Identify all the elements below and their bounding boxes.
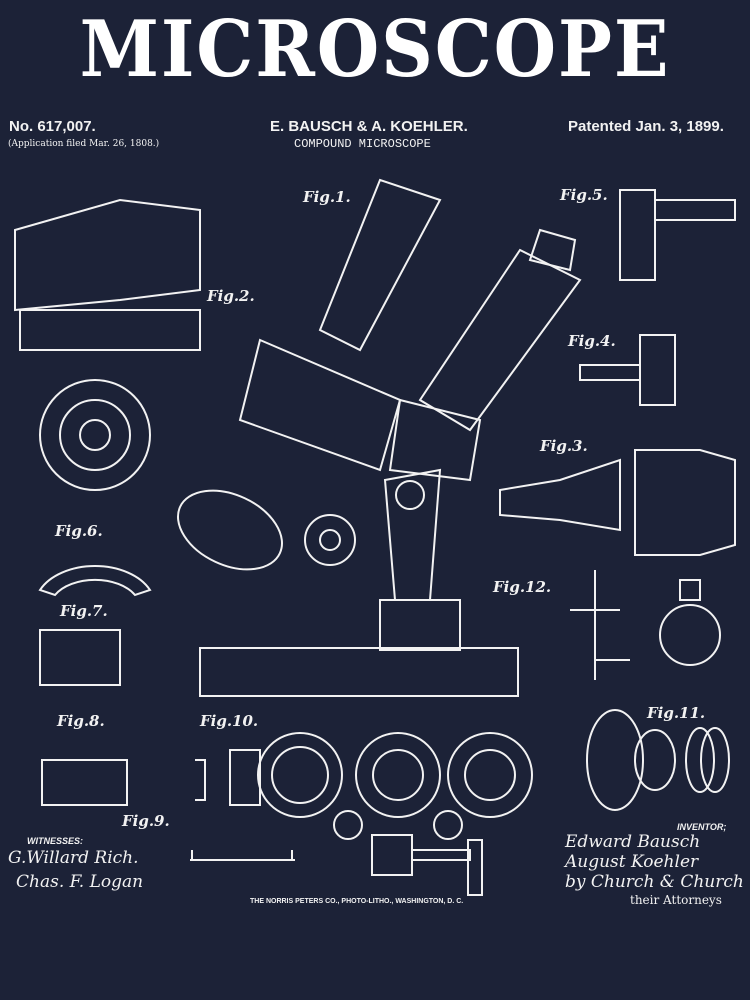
fig-5-label: Fig.5. <box>560 186 608 204</box>
application-date: (Application filed Mar. 26, 1808.) <box>8 139 160 149</box>
stage-assembly <box>238 338 402 472</box>
pillar <box>379 599 461 651</box>
subtitle: COMPOUND MICROSCOPE <box>294 137 431 151</box>
inventor-label: INVENTOR; <box>677 822 727 832</box>
fig-10-label: Fig.10. <box>200 712 259 730</box>
fig-8-label: Fig.8. <box>57 712 105 730</box>
fig-4-label: Fig.4. <box>568 332 616 350</box>
inventor-signature-2: August Koehler <box>565 852 699 872</box>
page-title: MICROSCOPE <box>79 4 671 95</box>
fine-adjust <box>304 514 356 566</box>
fig-12-label: Fig.12. <box>493 578 552 596</box>
fig-7-label: Fig.7. <box>60 602 108 620</box>
fig-3-label: Fig.3. <box>540 437 588 455</box>
attorneys-label: their Attorneys <box>630 893 722 907</box>
attorney-signature: by Church & Church <box>565 872 744 892</box>
witness-signature-1: G.Willard Rich. <box>8 848 139 868</box>
microscope-base <box>199 647 519 697</box>
mirror <box>177 489 283 571</box>
witness-signature-2: Chas. F. Logan <box>16 872 144 892</box>
inventor-signature-1: Edward Bausch <box>565 832 701 852</box>
arm <box>383 468 442 601</box>
patented-date: Patented Jan. 3, 1899. <box>568 118 724 135</box>
inventors-heading: E. BAUSCH & A. KOEHLER. <box>270 118 468 135</box>
fig-11-label: Fig.11. <box>647 704 706 722</box>
body-tube <box>418 248 582 432</box>
witnesses-label: WITNESSES: <box>27 836 84 846</box>
fig-9-label: Fig.9. <box>122 812 170 830</box>
patent-number: No. 617,007. <box>9 118 96 135</box>
fig-1-label: Fig.1. <box>303 188 351 206</box>
eyepiece-tube <box>318 178 442 352</box>
printer-credit: THE NORRIS PETERS CO., PHOTO-LITHO., WAS… <box>250 898 464 905</box>
fig-2-label: Fig.2. <box>207 287 255 305</box>
fig-6-label: Fig.6. <box>55 522 103 540</box>
